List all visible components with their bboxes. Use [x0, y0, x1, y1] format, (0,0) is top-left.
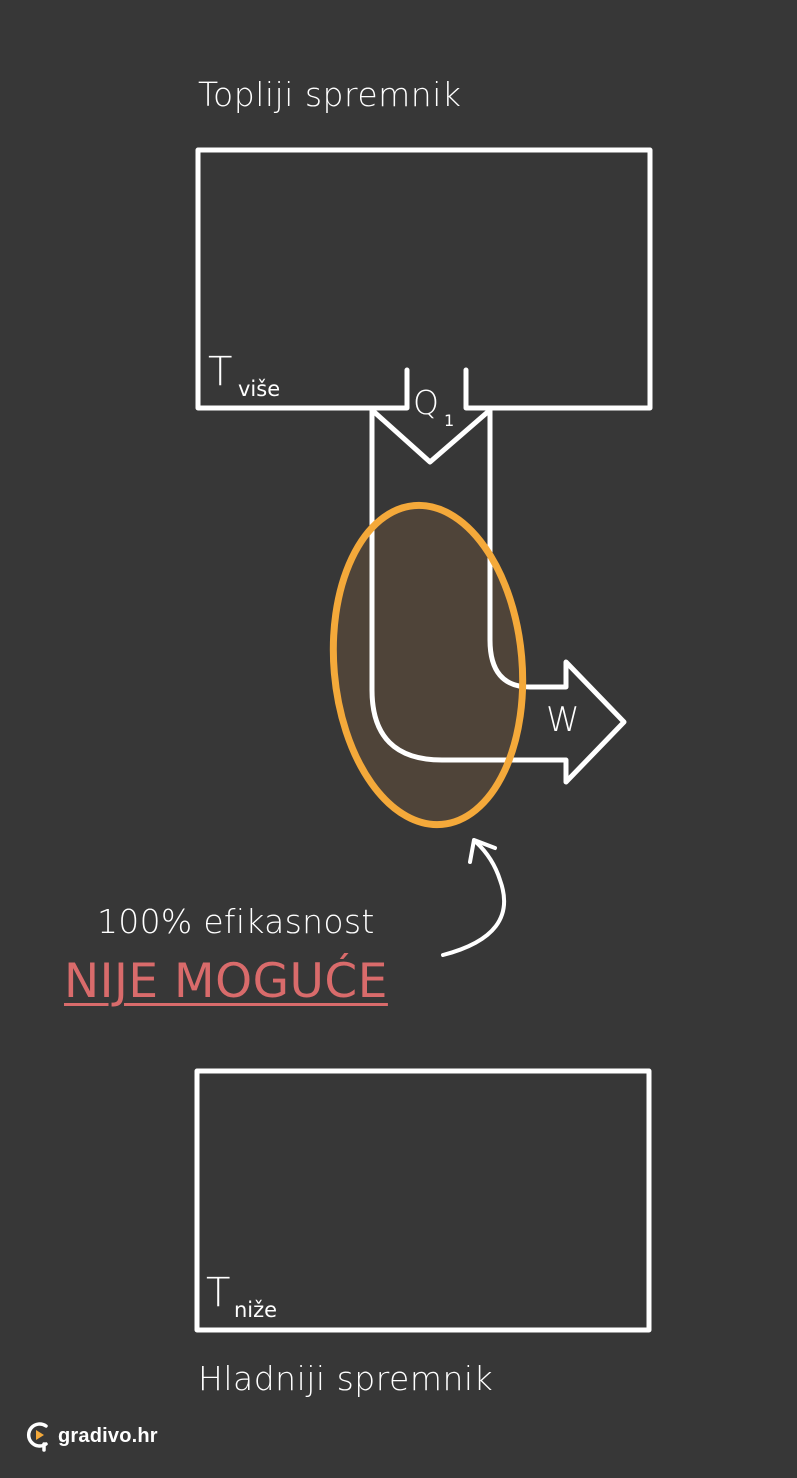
work-arrow	[369, 407, 627, 785]
hot-temp-subscript: više	[238, 377, 281, 401]
cold-reservoir-box	[194, 1068, 652, 1333]
hot-temp-symbol: T	[208, 349, 233, 395]
brand-name: gradivo.hr	[58, 1424, 158, 1447]
gradivo-logo-icon	[26, 1422, 48, 1452]
brand-logo[interactable]: gradivo.hr	[24, 1420, 158, 1452]
cold-reservoir-title: Hladniji spremnik	[198, 1359, 494, 1398]
pointer-arrow-head	[468, 838, 497, 864]
highlight-ring	[329, 501, 527, 829]
pointer-arrow	[441, 840, 506, 957]
heat-flow-symbol: Q	[413, 383, 439, 422]
highlight-fill	[333, 505, 523, 825]
impossible-label: NIJE MOGUĆE	[64, 954, 388, 1009]
efficiency-label: 100% efikasnost	[97, 902, 375, 941]
cold-temp-subscript: niže	[234, 1298, 278, 1322]
heat-flow-chevron	[369, 407, 493, 465]
hot-reservoir-title: Topliji spremnik	[198, 75, 462, 114]
cold-temp-symbol: T	[206, 1270, 231, 1316]
hot-reservoir-box	[195, 147, 653, 411]
work-label: W	[546, 700, 580, 740]
heat-flow-subscript: 1	[444, 411, 455, 430]
